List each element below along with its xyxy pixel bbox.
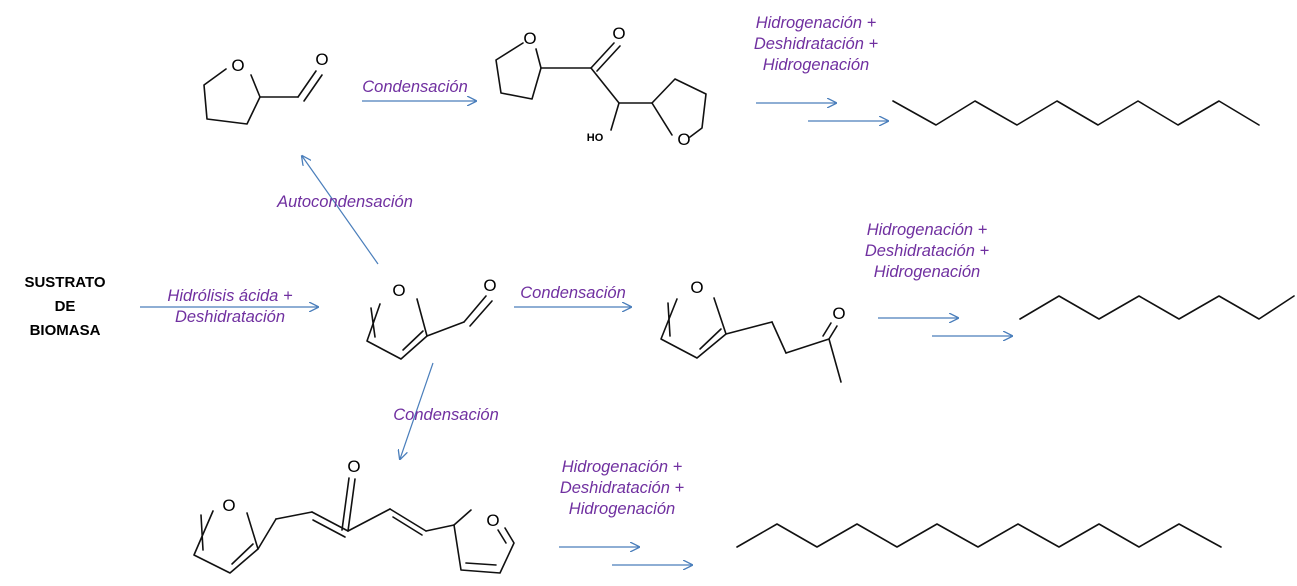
svg-text:O: O bbox=[231, 56, 244, 75]
svg-text:O: O bbox=[677, 130, 690, 149]
svg-text:O: O bbox=[347, 457, 360, 476]
svg-text:O: O bbox=[523, 29, 536, 48]
svg-text:O: O bbox=[690, 278, 703, 297]
label-condensation-bottom: Condensación bbox=[393, 406, 499, 424]
molecule-difurfurylidene-acetone: O O O bbox=[193, 457, 515, 574]
arrow-autocondensation bbox=[302, 156, 379, 265]
label-autocondensation: Autocondensación bbox=[277, 193, 413, 211]
label-hdo-top-line-2: Deshidratación + bbox=[753, 35, 879, 53]
label-condensation-mid: Condensación bbox=[520, 284, 626, 302]
svg-text:O: O bbox=[222, 496, 235, 515]
arrow-condensation-bottom bbox=[400, 362, 434, 459]
molecule-furfural: O O bbox=[366, 276, 497, 360]
label-hdo-top-line-1: Hidrogenación + bbox=[755, 14, 877, 32]
substrate-line-2: DE bbox=[54, 298, 76, 315]
label-hdo-top-line-3: Hidrogenación bbox=[762, 56, 870, 74]
svg-text:O: O bbox=[612, 24, 625, 43]
label-hydrolysis: Hidrólisis ácida + Deshidratación bbox=[130, 286, 330, 328]
svg-text:O: O bbox=[483, 276, 496, 295]
molecule-furyl-butanone: O O bbox=[660, 278, 846, 383]
label-hdo-mid-line-2: Deshidratación + bbox=[864, 242, 990, 260]
label-condensation-top: Condensación bbox=[362, 78, 468, 96]
svg-text:O: O bbox=[832, 304, 845, 323]
label-hdo-mid-line-3: Hidrogenación bbox=[873, 263, 981, 281]
label-hdo-mid: Hidrogenación + Deshidratación + Hidroge… bbox=[832, 220, 1022, 283]
svg-text:O: O bbox=[392, 281, 405, 300]
svg-text:O: O bbox=[486, 511, 499, 530]
molecule-tetrahydrofurfural: O O bbox=[203, 50, 329, 125]
substrate-label: SUSTRATO DE BIOMASA bbox=[10, 271, 120, 343]
alkane-bottom bbox=[736, 523, 1222, 548]
svg-text:HO: HO bbox=[587, 132, 604, 144]
alkane-top bbox=[892, 100, 1260, 126]
reaction-arrows bbox=[140, 101, 1012, 565]
label-hdo-top: Hidrogenación + Deshidratación + Hidroge… bbox=[721, 13, 911, 76]
label-hydrolysis-line-2: Deshidratación bbox=[174, 308, 286, 326]
label-hdo-bottom: Hidrogenación + Deshidratación + Hidroge… bbox=[527, 457, 717, 520]
label-hdo-bottom-line-1: Hidrogenación + bbox=[561, 458, 683, 476]
svg-text:O: O bbox=[315, 50, 328, 69]
substrate-line-1: SUSTRATO bbox=[24, 274, 106, 291]
alkane-mid bbox=[1019, 295, 1295, 320]
label-hdo-mid-line-1: Hidrogenación + bbox=[866, 221, 988, 239]
label-hdo-bottom-line-2: Deshidratación + bbox=[559, 479, 685, 497]
substrate-line-3: BIOMASA bbox=[29, 322, 101, 339]
label-hydrolysis-line-1: Hidrólisis ácida + bbox=[167, 287, 293, 305]
molecule-hydroxy-ketone: O O O HO bbox=[495, 24, 707, 149]
label-hdo-bottom-line-3: Hidrogenación bbox=[568, 500, 676, 518]
